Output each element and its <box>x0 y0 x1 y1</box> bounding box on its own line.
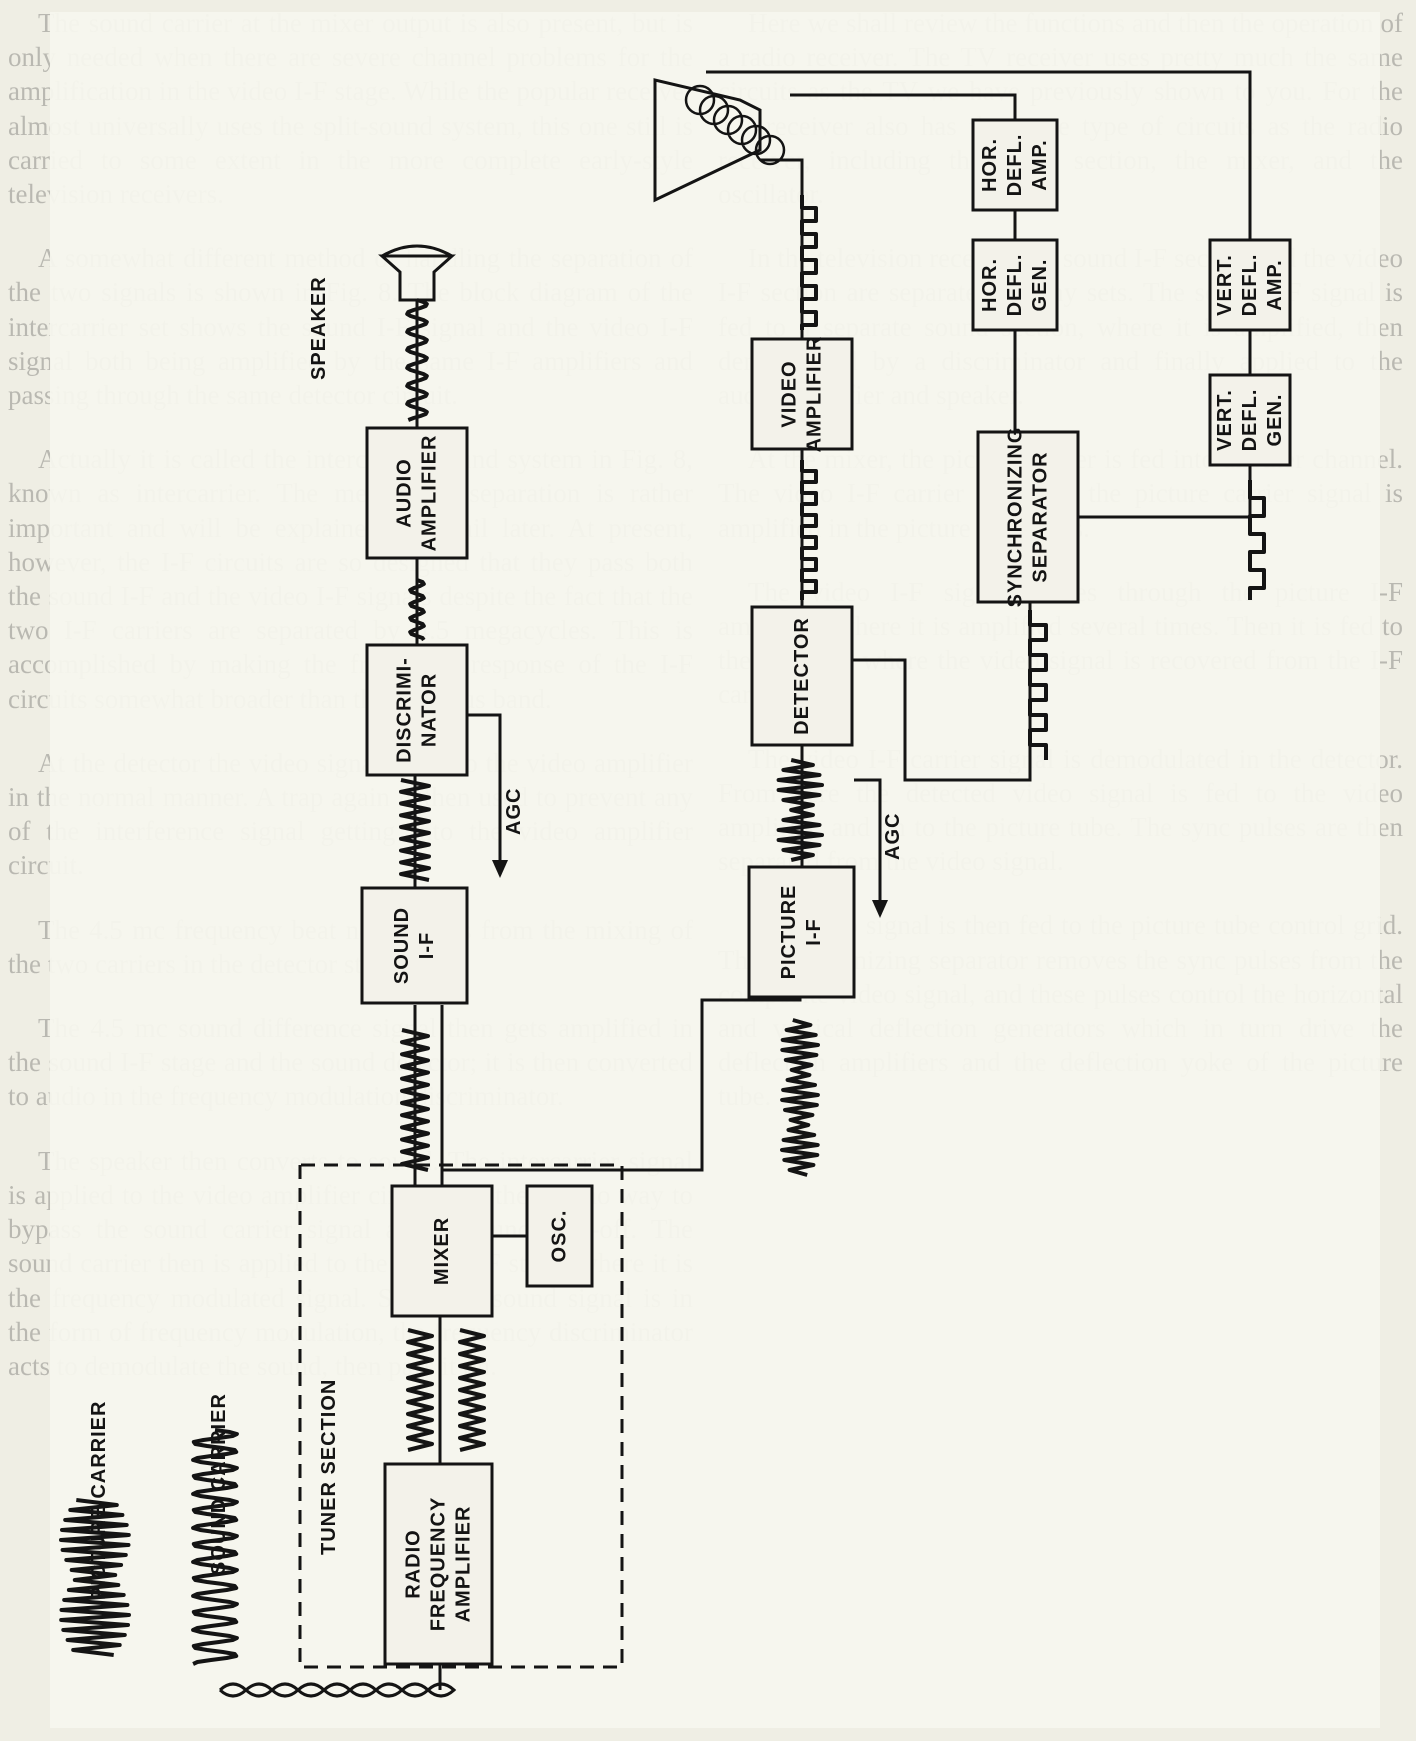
block-box <box>750 337 854 451</box>
label-agc-sound: AGC <box>503 788 525 835</box>
video-out-wave <box>800 195 818 330</box>
rf-out-wave-2 <box>458 1328 486 1452</box>
audio-out-wave <box>405 298 429 422</box>
diagram-backdrop <box>50 12 1380 1728</box>
block-label-line: AMP. <box>1264 259 1286 310</box>
block-label-line: VIDEO <box>779 360 801 427</box>
picture-if-in-wave <box>780 1018 820 1177</box>
block-box <box>360 886 469 1005</box>
sound-carrier-wave <box>191 1428 239 1666</box>
picture-carrier-wave <box>59 1498 131 1657</box>
block-hor-gen: HOR.DEFL.GEN. <box>971 238 1059 332</box>
block-label-line: DEFL. <box>1239 254 1261 317</box>
wire-sync-to-vert <box>1078 465 1252 519</box>
antenna-lead-icon <box>218 1682 457 1698</box>
picture-if-out-wave <box>776 758 824 862</box>
block-label-line: PICTURE <box>778 885 800 980</box>
block-label-line: AMPLIFIER <box>804 336 826 453</box>
block-label-line: I-F <box>416 932 438 959</box>
wire-mixer-to-picture-if <box>440 997 802 1186</box>
block-label-line: NATOR <box>419 673 441 747</box>
block-box <box>525 1184 594 1288</box>
block-label-line: RADIO <box>403 1529 425 1598</box>
block-label-line: DEFL. <box>1004 134 1026 197</box>
block-detector: DETECTOR <box>750 605 854 747</box>
audio-in-wave <box>408 578 426 642</box>
wire-agc-sound <box>467 713 502 860</box>
block-label-line: DETECTOR <box>791 617 813 735</box>
wire-agc-picture <box>854 778 882 900</box>
block-box <box>1208 238 1292 332</box>
block-label-line: DEFL. <box>1239 389 1261 452</box>
agc-picture-arrowhead <box>872 900 888 918</box>
label-sound-carrier: SOUND CARRIER <box>208 1393 230 1575</box>
block-vert-gen: VERT.DEFL.GEN. <box>1208 373 1292 467</box>
block-label-line: MIXER <box>431 1217 453 1285</box>
rf-out-wave-1 <box>406 1328 434 1452</box>
block-label-line: VERT. <box>1214 254 1236 316</box>
agc-sound-arrowhead <box>492 860 508 878</box>
label-picture-carrier: PICTURE CARRIER <box>88 1401 110 1600</box>
block-label-line: AMP. <box>1029 139 1051 190</box>
diagram-symbols <box>218 78 888 1698</box>
block-label-line: HOR. <box>979 138 1001 192</box>
block-label-line: AUDIO <box>394 458 416 527</box>
deflection-yoke-icon <box>684 84 786 166</box>
block-label-line: GEN. <box>1264 394 1286 447</box>
block-box <box>747 865 856 999</box>
block-label-line: HOR. <box>979 258 1001 312</box>
block-box <box>750 605 854 747</box>
signal-wires <box>413 70 1252 1690</box>
block-box <box>976 430 1080 604</box>
block-box <box>971 238 1059 332</box>
block-label-line: VERT. <box>1214 389 1236 451</box>
block-label-line: DISCRIMI- <box>394 657 416 763</box>
block-label-line: OSC. <box>549 1210 571 1263</box>
block-box <box>365 426 469 560</box>
wire-vert-amp-to-yoke <box>706 70 1252 240</box>
speaker-cone-icon <box>381 244 453 258</box>
block-label-line: DEFL. <box>1004 254 1026 317</box>
block-label-line: AMPLIFIER <box>453 1506 475 1623</box>
block-box <box>1208 373 1292 467</box>
block-label-line: SEPARATOR <box>1030 451 1052 582</box>
block-label-line: I-F <box>803 918 825 945</box>
block-box <box>971 118 1059 212</box>
vert-sync-wave <box>1248 480 1266 600</box>
block-osc: OSC. <box>525 1184 594 1288</box>
block-mixer: MIXER <box>390 1184 494 1318</box>
block-label-line: SOUND <box>391 907 413 984</box>
label-agc-picture: AGC <box>882 813 904 860</box>
sync-out-wave <box>1028 610 1048 760</box>
block-label-line: GEN. <box>1029 259 1051 312</box>
block-discriminator: DISCRIMI-NATOR <box>365 643 469 777</box>
block-vert-amp: VERT.DEFL.AMP. <box>1208 238 1292 332</box>
block-box <box>383 1462 494 1666</box>
block-label-line: AMPLIFIER <box>419 435 441 552</box>
wire-video-to-crt <box>760 158 804 339</box>
tuner-section-boundary <box>298 1163 624 1669</box>
picture-tube-icon <box>653 78 762 203</box>
label-tuner-section: TUNER SECTION <box>318 1379 340 1555</box>
wire-hor-amp-to-yoke <box>790 93 1017 120</box>
label-speaker: SPEAKER <box>308 276 330 380</box>
block-label-line: FREQUENCY <box>428 1497 450 1632</box>
block-label-line: SYNCHRONIZING <box>1005 427 1027 608</box>
wire-detector-to-sync <box>852 602 1032 782</box>
block-box <box>390 1184 494 1318</box>
block-box <box>365 643 469 777</box>
block-hor-amp: HOR.DEFL.AMP. <box>971 118 1059 212</box>
